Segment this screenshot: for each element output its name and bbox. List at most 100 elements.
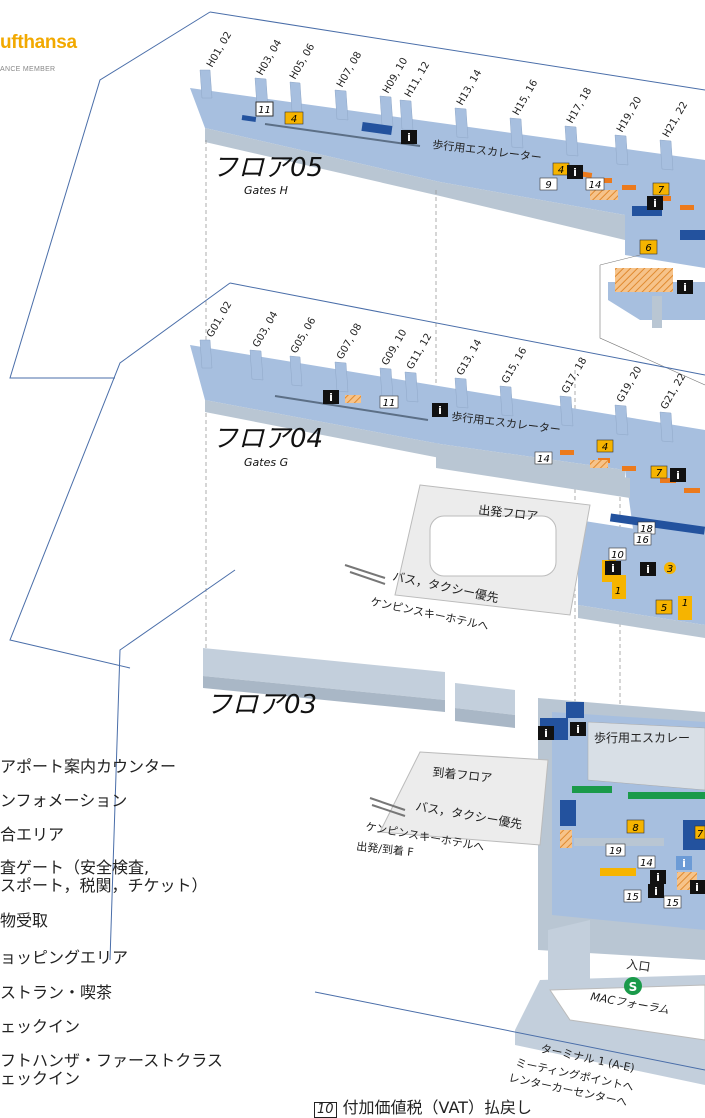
- info-icon: i: [605, 561, 621, 575]
- gate-label: G11, 12: [405, 332, 434, 372]
- gate-label: G19, 20: [615, 365, 644, 405]
- badge: 11: [255, 101, 274, 117]
- badge: 3: [667, 564, 673, 575]
- badge: 15: [623, 889, 642, 903]
- badge: 11: [379, 395, 399, 409]
- info-icon: i: [670, 468, 686, 482]
- badge: 7: [694, 825, 705, 840]
- badges: 11 4 4 9 14 7 6 11 4 14 7 18 16 10 1 3 5…: [255, 101, 705, 909]
- svg-text:16: 16: [636, 535, 649, 546]
- badge: 1: [682, 598, 688, 609]
- svg-text:15: 15: [626, 892, 639, 903]
- badge: 14: [534, 451, 553, 465]
- badge: 4: [552, 162, 570, 176]
- floor-04-title: フロア04: [212, 424, 323, 454]
- svg-text:7: 7: [656, 468, 663, 479]
- svg-text:18: 18: [640, 524, 653, 535]
- legend-item: 物受取: [0, 911, 49, 930]
- info-icon: i: [676, 856, 692, 870]
- floor-titles: フロア05 Gates H フロア04 Gates G フロア03: [206, 153, 323, 720]
- svg-text:6: 6: [645, 243, 651, 254]
- info-icon: i: [570, 722, 586, 736]
- legend-item: ェックイン: [0, 1017, 81, 1036]
- badge: 14: [585, 177, 605, 191]
- info-icon: i: [401, 130, 417, 144]
- badge: 7: [652, 182, 670, 196]
- legend-item: スポート，税関，チケット）: [0, 876, 208, 895]
- info-icon: i: [647, 196, 663, 210]
- info-icon: i: [677, 280, 693, 294]
- legend-item: ンフォメーション: [0, 791, 128, 810]
- svg-text:i: i: [656, 871, 660, 884]
- gate-label: H15, 16: [511, 78, 540, 118]
- floor-04-subtitle: Gates G: [244, 456, 288, 469]
- gate-label: G03, 04: [251, 310, 280, 350]
- svg-text:3: 3: [667, 564, 673, 575]
- badge: 1: [615, 586, 621, 597]
- svg-text:S: S: [629, 980, 638, 994]
- gate-label: H01, 02: [205, 30, 234, 70]
- legend-item: フトハンザ・ファーストクラス: [0, 1051, 223, 1070]
- svg-text:15: 15: [666, 898, 679, 909]
- svg-text:5: 5: [661, 603, 667, 614]
- svg-text:i: i: [576, 723, 580, 736]
- vat-number-badge: 10: [314, 1102, 337, 1118]
- gate-label: H21, 22: [661, 100, 690, 140]
- legend-item: ェックイン: [0, 1069, 81, 1088]
- info-icons: i i i i i i i i i i i i i i i: [323, 130, 705, 898]
- svg-text:i: i: [438, 404, 442, 417]
- svg-text:i: i: [682, 857, 686, 870]
- departure-floor-label: 出発フロア: [478, 503, 539, 523]
- vat-text: 付加価値税（VAT）払戻し: [342, 1098, 532, 1117]
- svg-text:i: i: [654, 885, 658, 898]
- gate-label: G07, 08: [335, 322, 364, 362]
- svg-text:i: i: [544, 727, 548, 740]
- gate-label: H05, 06: [288, 42, 317, 82]
- entrance-label: 入口: [626, 957, 652, 974]
- badge: 15: [663, 895, 682, 909]
- badge: 10: [608, 547, 627, 561]
- gate-label: G01, 02: [205, 300, 234, 340]
- badge: 8: [626, 819, 645, 834]
- floor-05-subtitle: Gates H: [244, 184, 288, 197]
- lufthansa-logo: ufthansa: [0, 32, 77, 53]
- info-icon: i: [690, 880, 705, 894]
- vat-refund-note: 10 付加価値税（VAT）払戻し: [314, 1094, 532, 1118]
- badge: 14: [637, 855, 656, 869]
- svg-text:11: 11: [383, 398, 396, 409]
- legend-item: ョッピングエリア: [0, 948, 129, 967]
- svg-text:10: 10: [611, 550, 624, 561]
- svg-text:4: 4: [558, 165, 564, 176]
- svg-text:i: i: [676, 469, 680, 482]
- lufthansa-tagline: ANCE MEMBER: [0, 66, 56, 73]
- gate-label: H19, 20: [615, 95, 644, 135]
- gate-label: G21, 22: [659, 372, 688, 412]
- legend-item: 合エリア: [0, 825, 65, 844]
- svg-text:1: 1: [682, 598, 688, 609]
- svg-text:14: 14: [640, 858, 653, 869]
- info-icon: i: [432, 403, 448, 417]
- svg-text:i: i: [646, 563, 650, 576]
- badge: 4: [284, 111, 304, 125]
- svg-text:i: i: [329, 391, 333, 404]
- gate-label: H17, 18: [565, 86, 594, 126]
- info-icon: i: [650, 870, 666, 884]
- dep-arr-f-label: 出発/到着 F: [356, 839, 415, 859]
- gate-label: H07, 08: [335, 50, 364, 90]
- floor-03-title: フロア03: [206, 690, 317, 720]
- info-icon: i: [323, 390, 339, 404]
- legend-item: アポート案内カウンター: [0, 757, 177, 776]
- badge: 4: [596, 439, 614, 453]
- gate-label: G15, 16: [500, 346, 529, 386]
- gate-label: G17, 18: [560, 356, 589, 396]
- walkway-label: 歩行用エスカレー: [594, 730, 690, 745]
- svg-text:8: 8: [632, 823, 638, 834]
- svg-text:14: 14: [589, 180, 602, 191]
- svg-text:19: 19: [609, 846, 622, 857]
- floor-04-plan: [9, 282, 705, 669]
- badge: 9: [539, 177, 558, 191]
- badge: 16: [633, 532, 652, 546]
- svg-text:i: i: [683, 281, 687, 294]
